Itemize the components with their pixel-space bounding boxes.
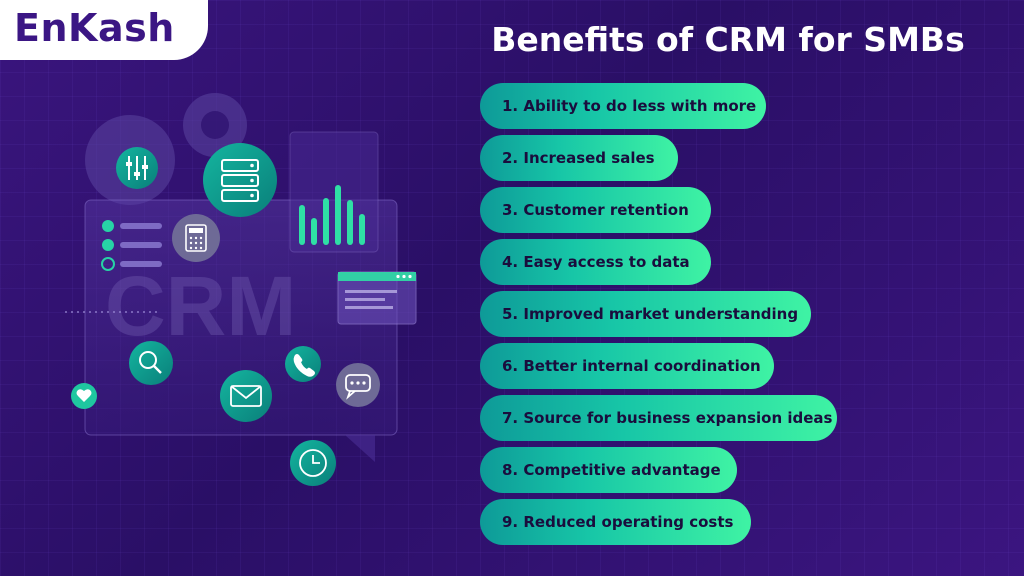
chat-icon <box>336 363 380 407</box>
crm-illustration: CRM <box>65 93 417 486</box>
benefit-item-6: 6. Better internal coordination <box>480 343 774 389</box>
heart-icon <box>71 383 97 409</box>
brand-logo: EnKash <box>14 6 175 50</box>
mail-icon <box>220 370 272 422</box>
browser-window-icon <box>337 271 417 325</box>
benefit-item-2: 2. Increased sales <box>480 135 678 181</box>
phone-icon <box>285 346 321 382</box>
logo-tab: EnKash <box>0 0 208 60</box>
calculator-icon <box>172 214 220 262</box>
server-icon <box>203 143 277 217</box>
benefit-item-5: 5. Improved market understanding <box>480 291 811 337</box>
checklist-icon <box>101 220 162 271</box>
bar-chart-icon <box>289 131 379 253</box>
benefit-item-3: 3. Customer retention <box>480 187 711 233</box>
watermark-text: CRM <box>105 259 296 353</box>
sliders-icon <box>116 147 158 189</box>
benefit-item-7: 7. Source for business expansion ideas <box>480 395 837 441</box>
clock-icon <box>290 440 336 486</box>
benefit-item-8: 8. Competitive advantage <box>480 447 737 493</box>
benefit-item-9: 9. Reduced operating costs <box>480 499 751 545</box>
page-title: Benefits of CRM for SMBs <box>491 20 965 59</box>
benefit-item-1: 1. Ability to do less with more <box>480 83 766 129</box>
benefit-item-4: 4. Easy access to data <box>480 239 711 285</box>
search-icon <box>129 341 173 385</box>
